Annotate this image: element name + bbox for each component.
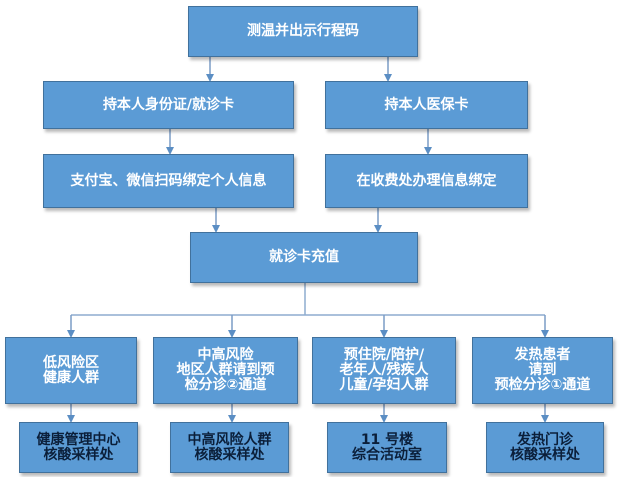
node-id-card-label: 持本人身份证/就诊卡	[102, 96, 235, 113]
node-alipay-wechat: 支付宝、微信扫码绑定个人信息	[43, 154, 294, 208]
node-mid-high-sampling: 中高风险人群 核酸采样处	[170, 422, 289, 473]
node-temp-check: 测温并出示行程码	[188, 6, 418, 57]
node-medical-card-label: 持本人医保卡	[384, 96, 469, 113]
node-temp-check-label: 测温并出示行程码	[247, 23, 359, 39]
node-mid-high-sampling-label: 中高风险人群 核酸采样处	[187, 431, 272, 463]
node-building-11-label: 11 号楼 综合活动室	[352, 431, 422, 463]
node-alipay-wechat-label: 支付宝、微信扫码绑定个人信息	[70, 172, 267, 189]
node-fever-clinic-label: 发热门诊 核酸采样处	[510, 431, 580, 463]
node-health-center-label: 健康管理中心 核酸采样处	[36, 431, 121, 463]
node-recharge-label: 就诊卡充值	[269, 249, 339, 265]
node-pre-admission: 预住院/陪护/ 老年人/残疾人 儿童/孕妇人群	[312, 337, 456, 404]
node-fever-label: 发热患者 请到 预检分诊①通道	[494, 347, 591, 393]
node-toll-office-label: 在收费处办理信息绑定	[356, 172, 497, 189]
node-building-11: 11 号楼 综合活动室	[327, 422, 447, 473]
node-mid-high-risk: 中高风险 地区人群请到预 检分诊②通道	[153, 337, 298, 404]
node-recharge: 就诊卡充值	[190, 232, 418, 283]
node-mid-high-risk-label: 中高风险 地区人群请到预 检分诊②通道	[176, 347, 275, 393]
node-fever-clinic: 发热门诊 核酸采样处	[486, 422, 604, 473]
node-fever: 发热患者 请到 预检分诊①通道	[472, 337, 613, 404]
node-pre-admission-label: 预住院/陪护/ 老年人/残疾人 儿童/孕妇人群	[339, 347, 429, 393]
node-low-risk-label: 低风险区 健康人群	[43, 354, 99, 386]
node-medical-card: 持本人医保卡	[325, 81, 528, 129]
node-toll-office: 在收费处办理信息绑定	[325, 154, 528, 208]
node-health-center: 健康管理中心 核酸采样处	[19, 422, 138, 473]
node-low-risk: 低风险区 健康人群	[5, 337, 137, 404]
node-id-card: 持本人身份证/就诊卡	[43, 81, 294, 129]
